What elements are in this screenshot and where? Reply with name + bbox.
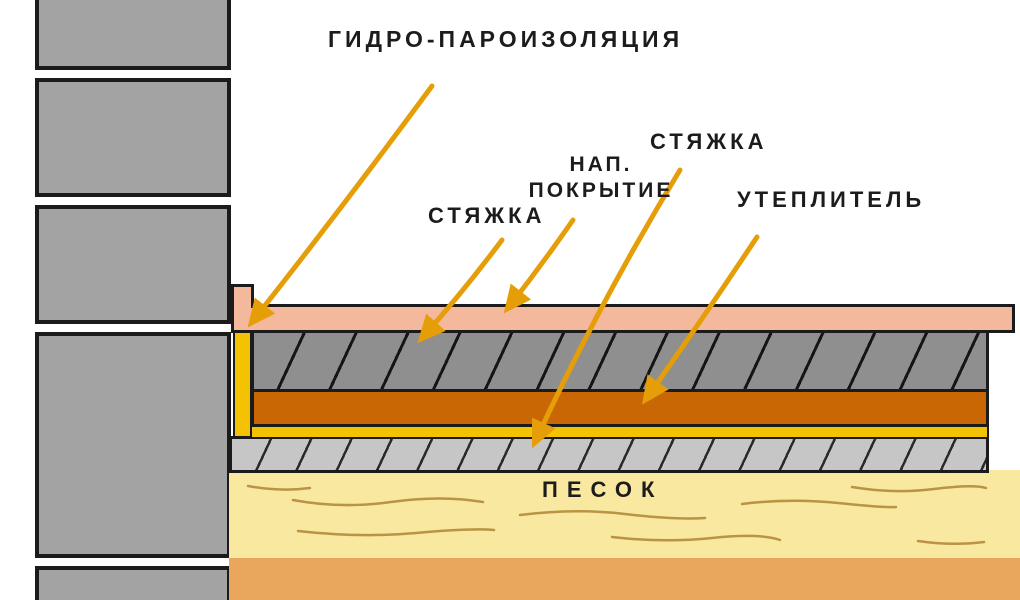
floor-covering-arrow — [503, 217, 576, 314]
screed-bottom-layer — [229, 436, 989, 473]
floor-covering-layer — [231, 304, 1015, 333]
hydro-vapor-barrier-vertical — [233, 330, 252, 438]
label-hydro-vapor-barrier: ГИДРО-ПАРОИЗОЛЯЦИЯ — [328, 26, 684, 52]
label-floor-covering-line1: НАП. — [569, 153, 633, 176]
label-sand: ПЕСОК — [542, 477, 664, 502]
hydro-vapor-barrier-arrow — [247, 83, 435, 328]
label-insulation: УТЕПЛИТЕЛЬ — [737, 187, 926, 212]
floor-covering-upstand — [231, 284, 254, 308]
label-floor-covering-line2: ПОКРЫТИЕ — [528, 179, 674, 203]
wall-block — [35, 205, 231, 324]
label-floor-covering: НАП. ПОКРЫТИЕ — [512, 152, 690, 205]
label-screed-top: СТЯЖКА — [428, 203, 546, 228]
wall-block — [35, 0, 231, 70]
wall-block — [35, 332, 231, 558]
subsoil-layer — [229, 558, 1020, 600]
label-screed-bottom: СТЯЖКА — [650, 129, 768, 154]
wall-block — [35, 78, 231, 197]
wall-block — [35, 566, 231, 600]
insulation-layer — [251, 389, 989, 427]
screed-top-layer — [251, 330, 989, 392]
